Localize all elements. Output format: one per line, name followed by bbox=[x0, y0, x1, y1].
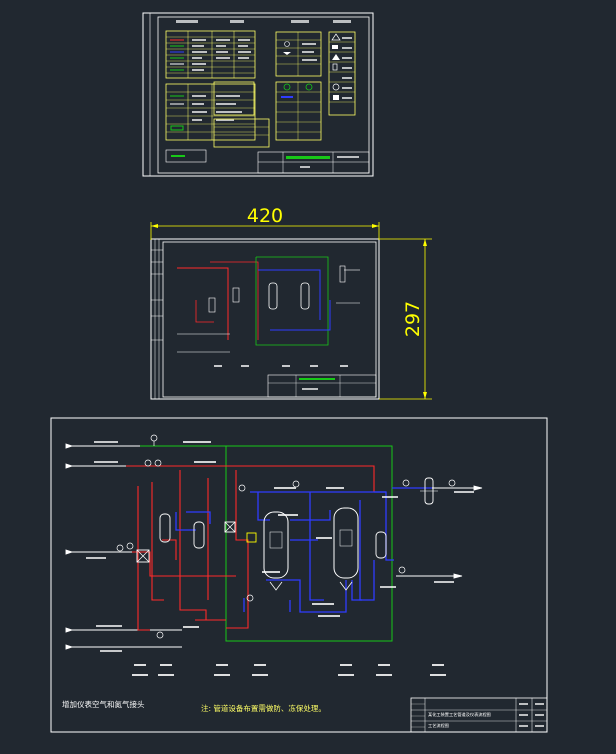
outlet-lines bbox=[396, 485, 483, 579]
legend-sheet bbox=[142, 12, 374, 177]
exchanger bbox=[375, 477, 438, 559]
title-block-title: 某化工装置工艺管道及仪表流程图 bbox=[428, 711, 491, 718]
legend-table-pipe-symbols bbox=[165, 30, 256, 79]
instrument-marker bbox=[246, 532, 257, 543]
legend-table-equipment bbox=[275, 81, 322, 141]
vessel-column-1 bbox=[263, 511, 289, 591]
legend-table-notes bbox=[213, 81, 270, 148]
a3-sheet-preview: 420 297 bbox=[150, 205, 432, 400]
title-block-subtitle: 工艺流程图 bbox=[428, 722, 449, 729]
legend-symbol-column bbox=[328, 31, 356, 116]
gas-lines bbox=[126, 465, 375, 631]
legend-table-valves bbox=[275, 31, 322, 77]
vessel-column-2 bbox=[333, 507, 359, 591]
filter-vessel-left bbox=[159, 513, 205, 549]
pid-title-block: 某化工装置工艺管道及仪表流程图 工艺流程图 bbox=[410, 697, 548, 733]
dimension-height: 297 bbox=[379, 238, 432, 400]
legend-table-instruments bbox=[165, 83, 256, 141]
dimension-width: 420 bbox=[150, 205, 380, 240]
a3-sheet-process-thumbnail bbox=[177, 256, 360, 367]
legend-title-block bbox=[257, 151, 370, 174]
a3-sheet-title-block bbox=[267, 374, 377, 398]
drawing-note: 注: 管道设备布置需做防、冻保处理。 bbox=[201, 703, 326, 713]
heater-box bbox=[136, 521, 236, 563]
dimension-height-label: 297 bbox=[402, 301, 424, 337]
liquid-lines bbox=[175, 487, 432, 613]
inlet-lines bbox=[65, 443, 182, 650]
bottom-equipment-tags bbox=[132, 664, 446, 676]
line-number-tags bbox=[183, 441, 344, 628]
dimension-width-label: 420 bbox=[247, 205, 283, 227]
left-note: 增加仪表空气和氮气接头 bbox=[62, 699, 145, 709]
green-utility-line bbox=[140, 445, 393, 642]
pid-sheet: 增加仪表空气和氮气接头 注: 管道设备布置需做防、冻保处理。 某化工装置工艺管道… bbox=[50, 417, 548, 733]
outlet-line-tags bbox=[380, 491, 474, 588]
inlet-line-tags bbox=[86, 441, 122, 652]
